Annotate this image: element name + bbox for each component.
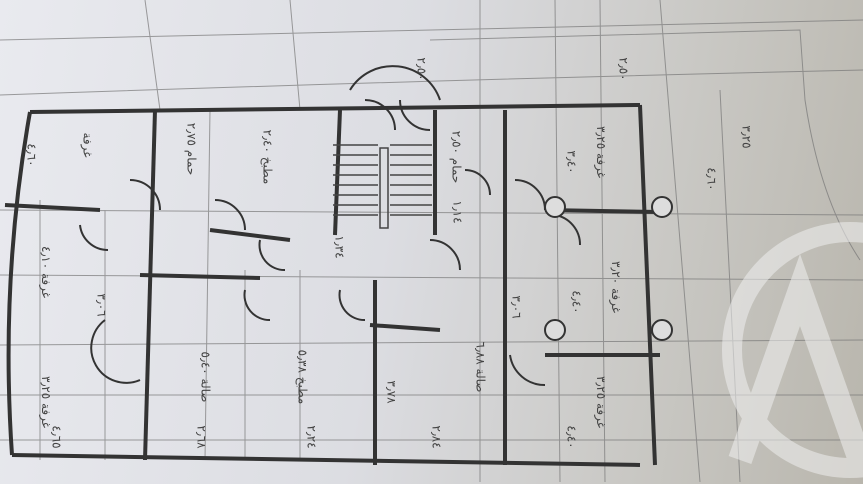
dim-label: ٢٫٥٠ — [414, 57, 429, 81]
dim-label: ٣٫٢٥ — [739, 125, 754, 149]
room-label: غرفة ٣٫٢٥ — [594, 375, 609, 429]
dim-label: ٢٫٥٠ — [616, 57, 631, 81]
room-label: مطبخ ٢٫٤٠ — [260, 129, 275, 185]
dim-label: ٢٫٦٨ — [194, 425, 209, 449]
room-label: غرفة ٣٫٢٥ — [39, 375, 54, 429]
dim-label: ٤٫٤٠ — [564, 425, 579, 449]
dim-label: ٣٫٠٦ — [509, 295, 524, 319]
room-label: مطبخ ٥٫٣٨ — [295, 349, 310, 405]
columns — [544, 196, 673, 341]
dim-label: ٣٫٧٨ — [384, 380, 399, 404]
dim-label: ٣٫٠٦ — [94, 293, 109, 317]
dim-label: ١٫١٤ — [450, 200, 465, 224]
dim-label: ٣٫٤٠ — [564, 150, 579, 174]
room-label: صالة ٥٫٤٠ — [198, 351, 213, 403]
dim-label: ٢٫٢٤ — [304, 425, 319, 449]
dim-label: ٤٫٤٠ — [569, 290, 584, 314]
stairs — [333, 144, 432, 229]
dim-label: ١٫٣٤ — [332, 235, 347, 259]
room-label: غرفة — [80, 132, 95, 158]
dim-label: ٤٫٦٠ — [24, 143, 39, 167]
room-label: صالة ٦٫٨٨ — [473, 341, 488, 393]
walls — [4, 103, 661, 467]
room-label: حمام ٢٫٧٥ — [184, 122, 199, 176]
room-label: غرفة ٣٫٢٠ — [609, 260, 624, 314]
dim-label: ٤٫٦٠ — [704, 167, 719, 191]
doors — [79, 65, 582, 387]
dim-label: ٢٫٨٤ — [429, 425, 444, 449]
dim-label: ٤٫٦٥ — [49, 425, 64, 449]
room-label: غرفة ٤٫١٠ — [39, 245, 54, 299]
room-label: حمام ٢٫٥٠ — [449, 130, 464, 184]
watermark-logo — [722, 222, 863, 478]
room-label: غرفة ٣٫٢٥ — [594, 125, 609, 179]
